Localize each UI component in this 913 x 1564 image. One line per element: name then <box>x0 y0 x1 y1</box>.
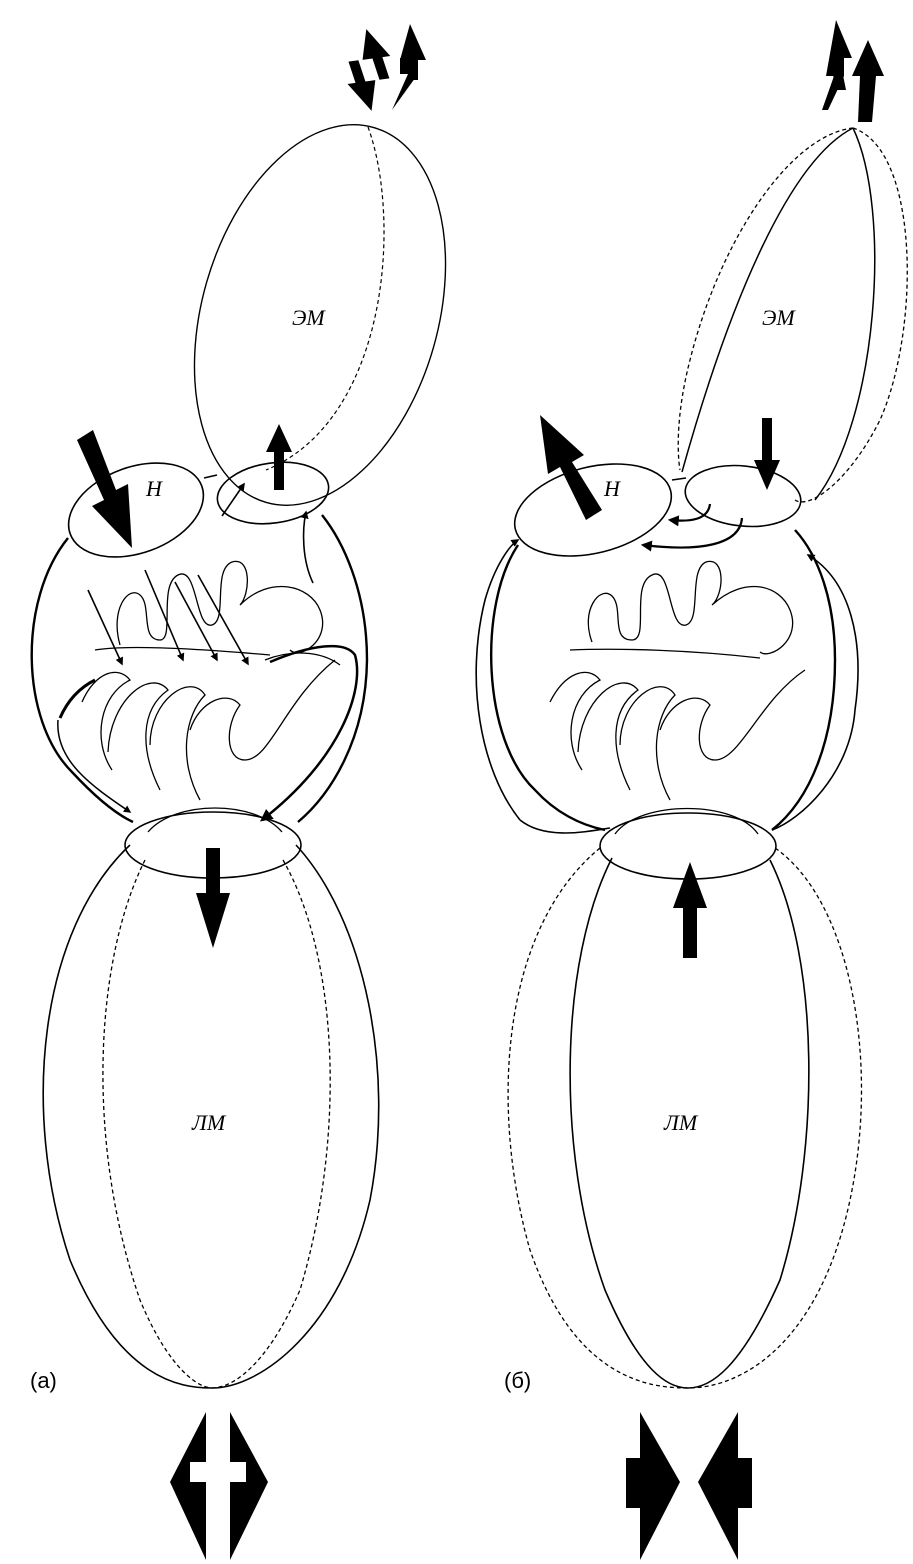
panel-label-a: (а) <box>30 1368 57 1393</box>
bold-arrows-b <box>540 20 884 1560</box>
panel-label-b: (б) <box>504 1368 531 1393</box>
inflow-arrow-head-a <box>77 430 132 548</box>
inner-folds-b <box>550 561 805 800</box>
label-h-b: Н <box>603 476 621 501</box>
panel-a <box>32 95 487 1388</box>
label-lm-a: ЛМ <box>191 1110 227 1135</box>
label-lm-b: ЛМ <box>663 1110 699 1135</box>
bold-arrows-a <box>77 24 426 1560</box>
label-em-a: ЭМ <box>292 305 326 330</box>
panel-b <box>476 128 907 1388</box>
top-double-arrow-a <box>345 24 426 114</box>
bottom-double-arrow-b <box>626 1412 752 1560</box>
inflow-arrow-up-b <box>673 862 707 958</box>
outflow-arrow-down-a <box>196 848 230 948</box>
label-h-a: Н <box>145 476 163 501</box>
bottom-double-arrow-a <box>170 1412 268 1560</box>
label-em-b: ЭМ <box>762 305 796 330</box>
head-a <box>56 446 217 575</box>
outflow-arrow-up-a <box>266 424 292 490</box>
inflow-arrows-a <box>88 570 248 664</box>
outflow-arrow-head-b <box>540 415 602 520</box>
upper-connector-b <box>682 460 804 532</box>
top-double-arrow-b <box>822 20 884 122</box>
inflow-arrow-down-b <box>754 418 780 490</box>
